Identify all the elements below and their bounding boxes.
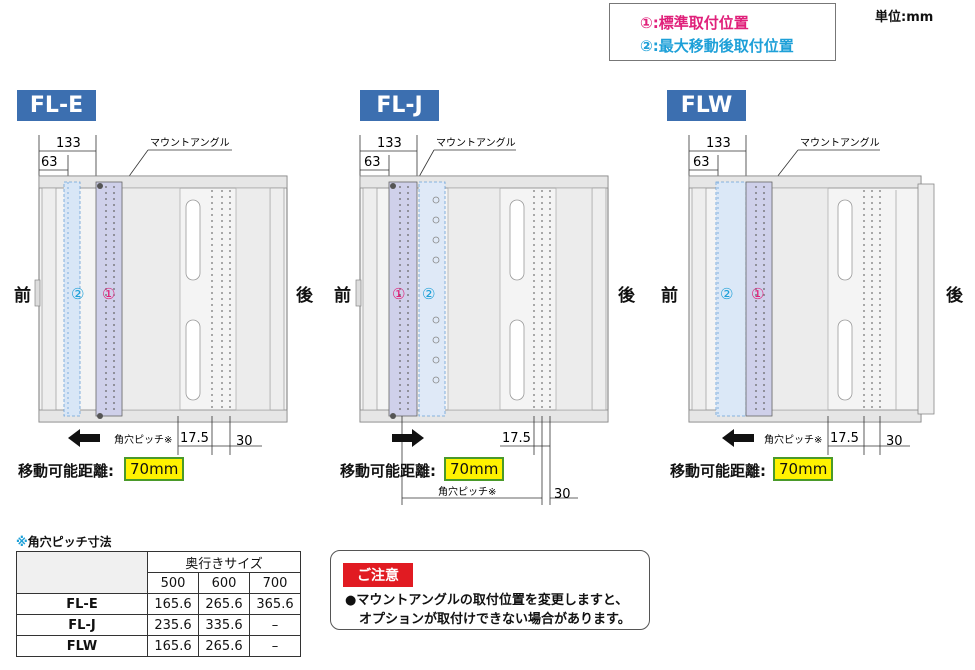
pitch-table-cell: 165.6	[147, 635, 199, 657]
mount-angle-label: マウントアングル	[436, 136, 516, 149]
move-distance-value-fl-j: 70mm	[444, 457, 505, 481]
mount-angle-label: マウントアングル	[800, 136, 880, 149]
front-label-flw: 前	[661, 286, 678, 306]
unit-label: 単位:mm	[875, 10, 934, 25]
rear-label-fl-j: 後	[618, 286, 635, 306]
pitch-table-cell: 165.6	[147, 593, 199, 615]
standard-position-marker: ①	[392, 285, 405, 303]
pitch-label: 角穴ピッチ※	[114, 433, 172, 446]
pitch-label: 角穴ピッチ※	[764, 433, 822, 446]
move-distance-label-flw: 移動可能距離:	[670, 462, 766, 480]
front-label-fl-e: 前	[14, 286, 31, 306]
dim-17-5: 17.5	[180, 431, 209, 446]
notice-line-2: オプションが取付けできない場合があります。	[359, 612, 631, 627]
move-distance-value-fl-e: 70mm	[124, 457, 185, 481]
move-distance-label-fl-e: 移動可能距離:	[18, 462, 114, 480]
table-row: FLW 165.6 265.6 –	[16, 635, 301, 657]
legend-max-position: ②:最大移動後取付位置	[640, 37, 794, 55]
pitch-table-model: FL-E	[16, 593, 148, 615]
move-arrow-left-icon	[68, 429, 100, 447]
move-arrow-left-icon	[722, 429, 754, 447]
dim-63: 63	[364, 155, 381, 170]
dim-133: 133	[706, 136, 731, 151]
standard-position-marker: ①	[751, 285, 764, 303]
dim-17-5: 17.5	[830, 431, 859, 446]
cabinet-diagram-flw: 133 63 マウントアングル ② ① 17.5 30 角穴ピッチ※	[688, 135, 935, 455]
cabinet-diagram-fl-e: 133 63 マウントアングル ② ① 17.5 30 角穴ピッチ※	[34, 135, 288, 455]
pitch-table-model: FL-J	[16, 614, 148, 636]
table-row: FL-J 235.6 335.6 –	[16, 614, 301, 636]
notice-tag: ご注意	[343, 563, 413, 587]
notice-line-1: ●マウントアングルの取付位置を変更しますと、	[345, 593, 629, 608]
pitch-table-cell: 235.6	[147, 614, 199, 636]
pitch-table-corner	[16, 551, 148, 594]
pitch-table-cell: 365.6	[249, 593, 301, 615]
rear-label-flw: 後	[946, 286, 963, 306]
pitch-table-size: 700	[249, 572, 301, 594]
dim-63: 63	[41, 155, 58, 170]
dim-30: 30	[554, 487, 571, 502]
model-label-fl-e: FL-E	[17, 90, 96, 121]
max-position-marker: ②	[422, 285, 435, 303]
notice-box: ご注意 ●マウントアングルの取付位置を変更しますと、 オプションが取付けできない…	[330, 550, 650, 630]
pitch-table: 奥行きサイズ 500 600 700 FL-E 165.6 265.6 365.…	[16, 551, 301, 657]
pitch-table-header: 奥行きサイズ	[147, 551, 301, 573]
dim-17-5: 17.5	[502, 431, 531, 446]
pitch-table-cell: 265.6	[198, 593, 250, 615]
rear-label-fl-e: 後	[296, 286, 313, 306]
pitch-table-cell: –	[249, 614, 301, 636]
cabinet-diagram-fl-j: 133 63 マウントアングル ① ② 17.5 30 角穴ピッチ※	[355, 135, 609, 505]
pitch-table-cell: 265.6	[198, 635, 250, 657]
pitch-table-title-text: 角穴ピッチ寸法	[27, 535, 112, 549]
pitch-label: 角穴ピッチ※	[438, 485, 496, 498]
pitch-table-title: ※角穴ピッチ寸法	[16, 533, 112, 550]
mount-angle-label: マウントアングル	[150, 136, 230, 149]
pitch-table-size: 600	[198, 572, 250, 594]
pitch-table-cell: –	[249, 635, 301, 657]
dim-63: 63	[693, 155, 710, 170]
model-label-fl-j: FL-J	[360, 90, 439, 121]
dim-30: 30	[886, 434, 903, 449]
legend-box: ①:標準取付位置 ②:最大移動後取付位置	[609, 3, 836, 61]
dim-133: 133	[377, 136, 402, 151]
dim-30: 30	[236, 434, 253, 449]
dim-133: 133	[56, 136, 81, 151]
pitch-table-size: 500	[147, 572, 199, 594]
model-label-flw: FLW	[667, 90, 746, 121]
max-position-marker: ②	[720, 285, 733, 303]
move-distance-value-flw: 70mm	[773, 457, 834, 481]
move-distance-label-fl-j: 移動可能距離:	[340, 462, 436, 480]
pitch-table-model: FLW	[16, 635, 148, 657]
pitch-table-cell: 335.6	[198, 614, 250, 636]
pitch-table-mark: ※	[16, 535, 28, 549]
max-position-marker: ②	[71, 285, 84, 303]
front-label-fl-j: 前	[334, 286, 351, 306]
table-row: FL-E 165.6 265.6 365.6	[16, 593, 301, 615]
move-arrow-right-icon	[392, 429, 424, 447]
legend-standard-position: ①:標準取付位置	[640, 14, 749, 32]
standard-position-marker: ①	[102, 285, 115, 303]
